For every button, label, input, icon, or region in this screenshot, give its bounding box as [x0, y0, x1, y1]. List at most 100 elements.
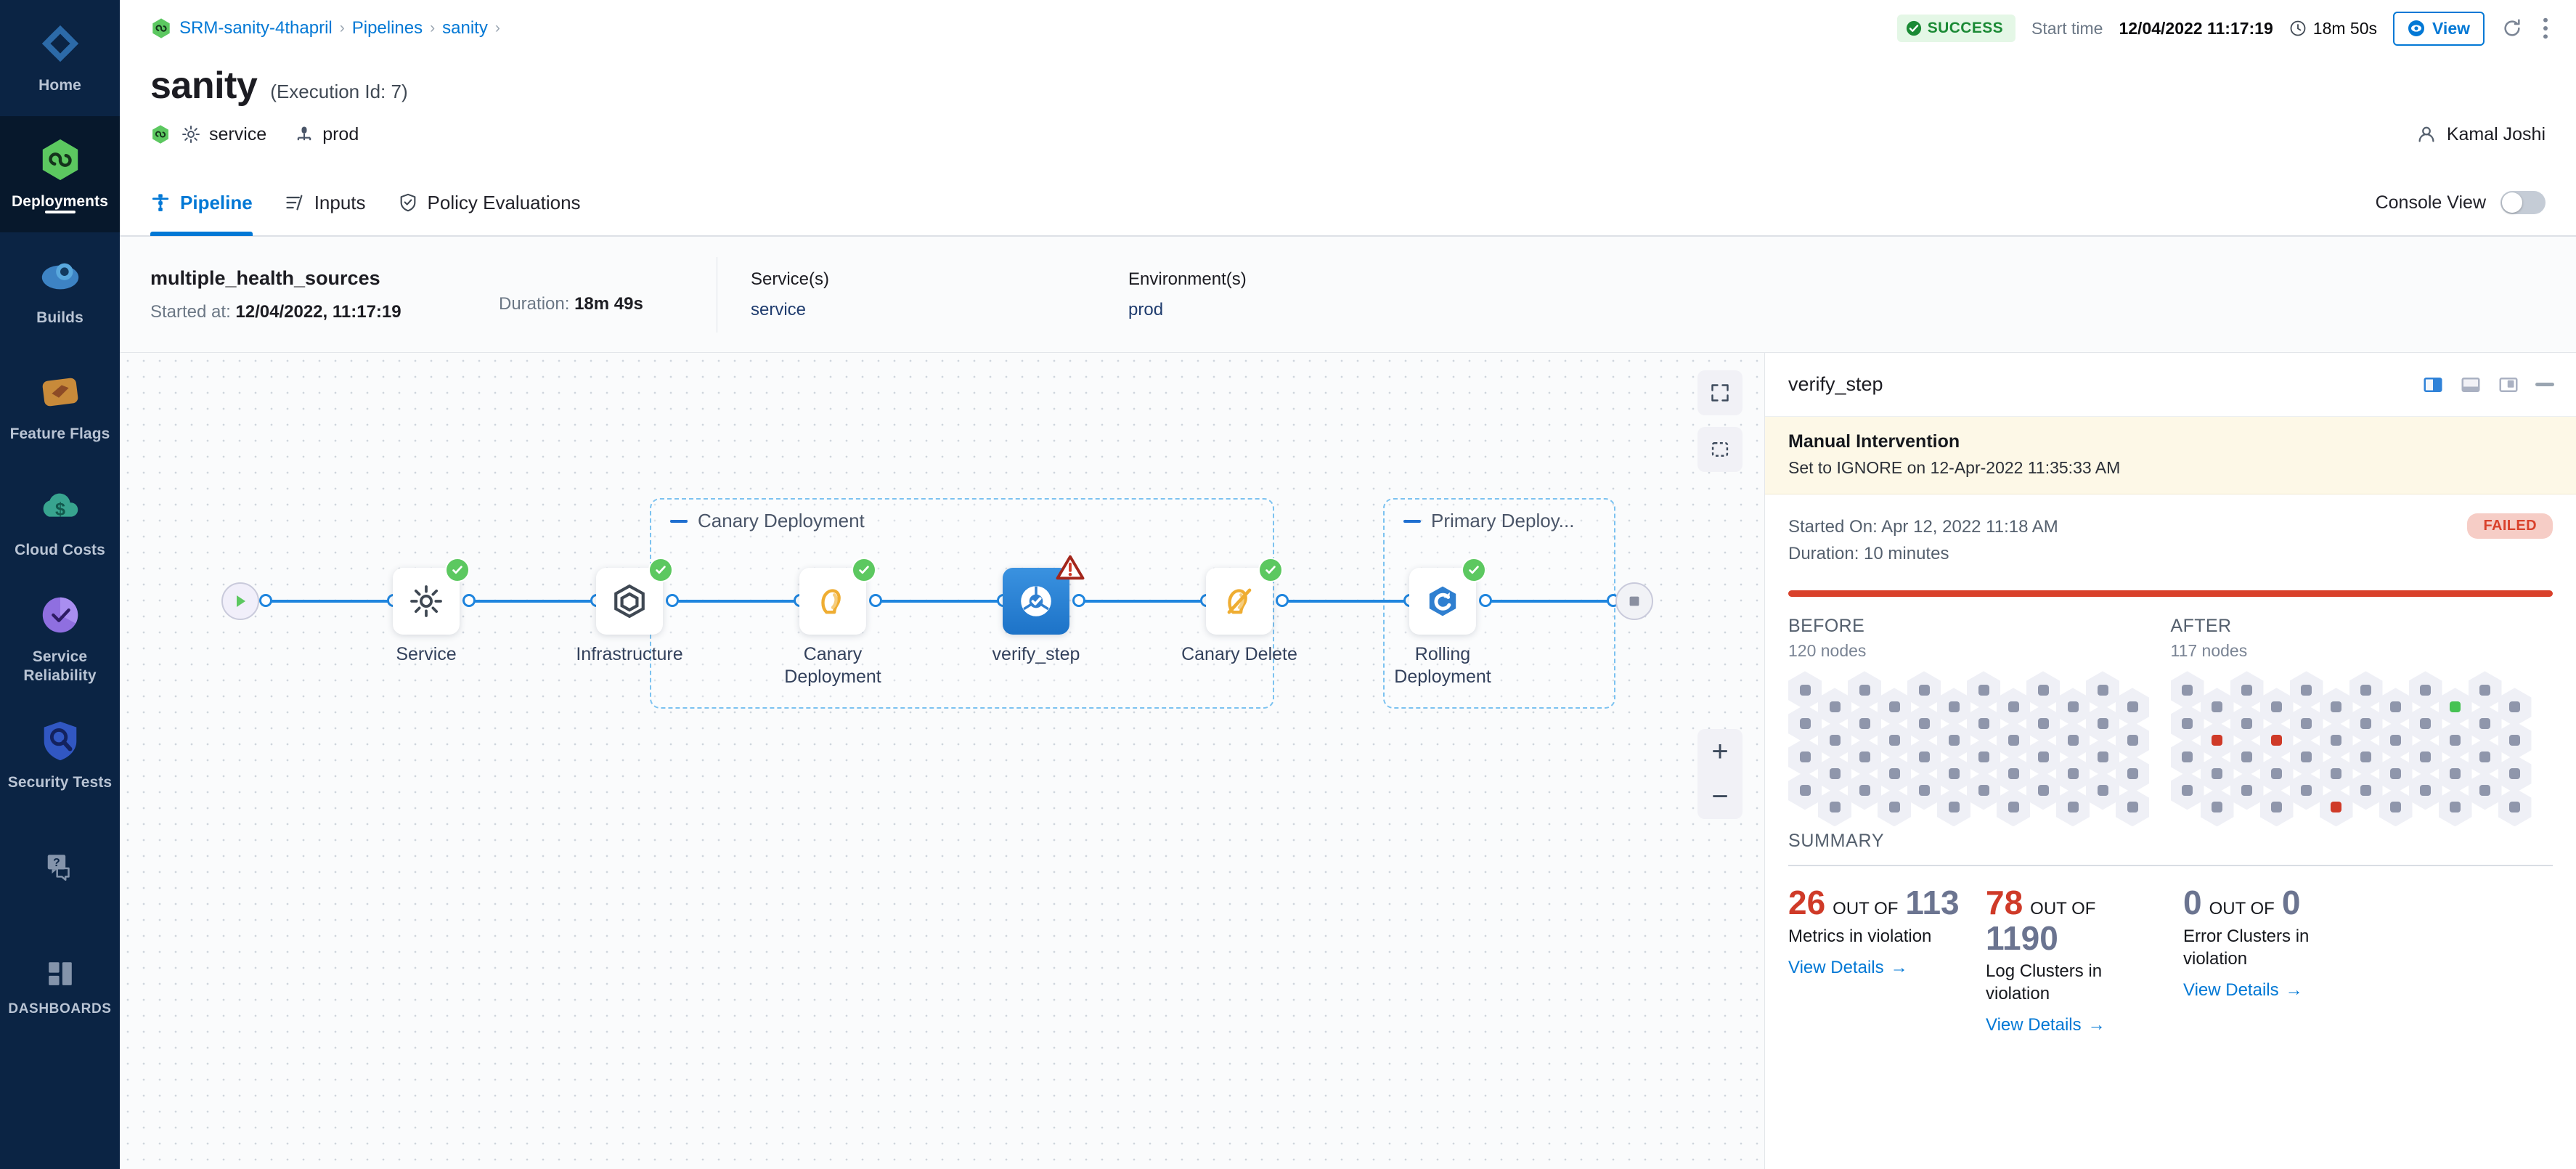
- node-box[interactable]: [393, 558, 470, 635]
- pipeline-node-rolling-deployment[interactable]: Rolling Deployment: [1394, 558, 1491, 687]
- stat-view-details-link[interactable]: View Details→: [1986, 1015, 2106, 1035]
- sidebar-item-cloud-costs[interactable]: $ Cloud Costs: [0, 465, 120, 581]
- collapse-dash-icon[interactable]: [1403, 519, 1421, 523]
- pipeline-node-canary-delete[interactable]: Canary Delete: [1181, 558, 1297, 664]
- status-badge-success: [445, 558, 470, 582]
- zoom-in-button[interactable]: +: [1711, 736, 1729, 767]
- node-hexagon: [2259, 688, 2294, 727]
- node-hexagon: [1818, 688, 1851, 727]
- pipeline-node-infrastructure[interactable]: Infrastructure: [576, 558, 683, 664]
- arrow-right-icon: →: [2285, 980, 2303, 1001]
- console-view-switch[interactable]: [2500, 191, 2546, 214]
- refresh-icon[interactable]: [2500, 17, 2524, 40]
- sidebar-item-deployments[interactable]: Deployments: [0, 116, 120, 232]
- stat-view-details-link[interactable]: View Details→: [1788, 958, 1908, 978]
- node-hexagon: [2468, 671, 2502, 710]
- tab-pipeline[interactable]: Pipeline: [150, 169, 253, 236]
- node-hexagon: [2498, 788, 2532, 827]
- sidebar-item-builds[interactable]: Builds: [0, 232, 120, 349]
- eye-icon: [2408, 20, 2424, 36]
- more-vertical-icon[interactable]: [2540, 16, 2551, 41]
- node-box[interactable]: [1003, 555, 1085, 635]
- view-button[interactable]: View: [2393, 11, 2485, 46]
- pipeline-node-service[interactable]: Service: [393, 558, 470, 664]
- node-box[interactable]: [1206, 558, 1283, 635]
- services-label: Service(s): [751, 269, 830, 289]
- service-reliability-icon: [42, 598, 78, 633]
- check-icon: [859, 566, 869, 574]
- stage-group-canary-deployment[interactable]: Canary Deployment: [650, 498, 1274, 709]
- pipeline-node-verify-step[interactable]: verify_step: [993, 555, 1085, 664]
- bottom-view-icon[interactable]: [2460, 374, 2482, 396]
- fit-to-screen-icon[interactable]: [1697, 427, 1743, 472]
- edge: [468, 600, 595, 603]
- split-view-icon[interactable]: [2422, 374, 2444, 396]
- breadcrumb-separator: ›: [494, 20, 500, 36]
- breadcrumb-item-project[interactable]: SRM-sanity-4thapril: [179, 18, 333, 38]
- started-at-label: Started at:: [150, 301, 231, 322]
- stop-icon: [1629, 596, 1639, 606]
- fullscreen-icon[interactable]: [1697, 370, 1743, 415]
- sidebar-item-help[interactable]: ?: [0, 813, 120, 929]
- right-view-icon[interactable]: [2498, 374, 2519, 396]
- node-hexagon: [2170, 671, 2204, 710]
- group-label-text: Primary Deploy...: [1431, 510, 1575, 531]
- node-hexagon: [1878, 721, 1911, 760]
- node-hexagon: [2230, 704, 2264, 744]
- user-chip[interactable]: Kamal Joshi: [2416, 123, 2546, 145]
- feature-flags-icon: [42, 378, 78, 407]
- minimize-icon[interactable]: [2535, 383, 2554, 386]
- zoom-out-button[interactable]: −: [1711, 781, 1729, 812]
- pipeline-canvas[interactable]: Canary Deployment Primary Deploy...: [120, 353, 1764, 1169]
- console-view-label: Console View: [2375, 192, 2486, 213]
- summary-divider: [1788, 865, 2553, 867]
- sidebar-item-security-tests[interactable]: Security Tests: [0, 697, 120, 813]
- edge: [265, 600, 392, 603]
- before-label: BEFORE: [1788, 616, 1865, 637]
- console-view-toggle[interactable]: Console View: [2376, 191, 2546, 214]
- tab-inputs[interactable]: Inputs: [285, 169, 366, 236]
- node-label: Canary Delete: [1181, 644, 1297, 664]
- pipeline-start-node[interactable]: [221, 582, 259, 620]
- node-hexagon: [2498, 688, 2532, 727]
- stat-view-details-link[interactable]: View Details→: [2183, 980, 2303, 1001]
- summary-label: SUMMARY: [1788, 831, 1885, 852]
- sidebar-item-feature-flags[interactable]: Feature Flags: [0, 349, 120, 465]
- collapse-dash-icon[interactable]: [670, 519, 688, 523]
- sidebar-item-dashboards[interactable]: DASHBOARDS: [0, 929, 120, 1046]
- manual-intervention-banner: Manual Intervention Set to IGNORE on 12-…: [1765, 417, 2576, 494]
- project-infinity-icon: [152, 125, 168, 144]
- sidebar-item-service-reliability[interactable]: Service Reliability: [0, 581, 120, 697]
- node-label: Service: [396, 644, 457, 664]
- sidebar-item-label: Service Reliability: [23, 648, 97, 684]
- stat-out-of: OUT OF: [1833, 899, 1899, 919]
- services-value[interactable]: service: [751, 299, 807, 319]
- stat-description: Log Clusters in violation: [1986, 961, 2103, 1004]
- run-meta: Started On: Apr 12, 2022 11:18 AM Durati…: [1788, 513, 2058, 567]
- status-badge-label: SUCCESS: [1927, 20, 2004, 36]
- check-icon: [1265, 566, 1276, 574]
- node-box[interactable]: [799, 558, 876, 635]
- node-hexagon: [2200, 754, 2234, 794]
- node-hexagon: [2116, 754, 2149, 794]
- pipeline-node-canary-deployment[interactable]: Canary Deployment: [784, 558, 881, 687]
- tab-label: Policy Evaluations: [427, 191, 581, 213]
- before-node-hexgrid: [1788, 671, 2171, 827]
- breadcrumb: SRM-sanity-4thapril › Pipelines › sanity…: [150, 17, 500, 40]
- breadcrumb-item-pipelines[interactable]: Pipelines: [351, 18, 423, 38]
- duration-label: Duration:: [499, 293, 570, 314]
- tab-policy-evaluations[interactable]: Policy Evaluations: [398, 169, 581, 236]
- banner-subtitle: Set to IGNORE on 12-Apr-2022 11:35:33 AM: [1788, 458, 2121, 477]
- sidebar-item-home[interactable]: Home: [0, 0, 120, 116]
- node-box[interactable]: [1409, 558, 1486, 635]
- help-chat-icon: ?: [47, 855, 70, 881]
- node-box[interactable]: [596, 558, 673, 635]
- environments-value[interactable]: prod: [1128, 299, 1164, 319]
- run-info-row: Started On: Apr 12, 2022 11:18 AM Durati…: [1788, 513, 2553, 567]
- node-hexagon: [2056, 721, 2090, 760]
- node-hexagon: [1967, 671, 2000, 710]
- stage-group-label: Canary Deployment: [670, 510, 865, 532]
- after-column: AFTER 117 nodes: [2170, 616, 2553, 827]
- pipeline-end-node[interactable]: [1615, 582, 1653, 620]
- breadcrumb-item-pipeline[interactable]: sanity: [442, 18, 488, 38]
